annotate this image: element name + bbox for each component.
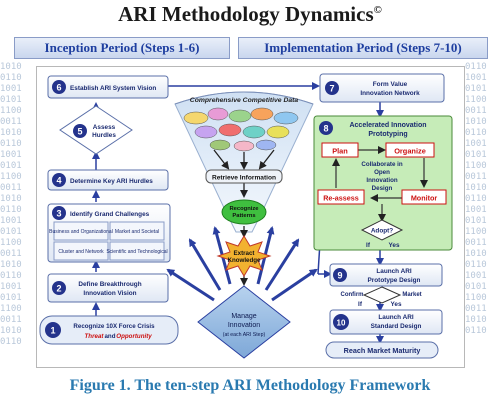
svg-text:Innovation Network: Innovation Network (360, 90, 420, 97)
svg-text:Extract: Extract (234, 250, 255, 257)
step-10-badge (333, 314, 349, 330)
svg-text:Adopt?: Adopt? (371, 228, 393, 235)
background-texture: 0110 1001 0101 1100 0011 1010 0110 1001 … (465, 62, 487, 336)
extract-knowledge-burst (216, 235, 272, 277)
challenge-cell: Market and Societal (115, 229, 159, 235)
svg-text:and: and (104, 333, 115, 340)
step-1-badge (45, 322, 61, 338)
svg-text:Innovation: Innovation (228, 322, 260, 329)
page-title: ARI Methodology Dynamics© (118, 2, 382, 26)
svg-text:Standard Design: Standard Design (371, 323, 422, 330)
svg-text:Reach Market Maturity: Reach Market Maturity (344, 346, 421, 355)
svg-text:3: 3 (56, 209, 61, 219)
svg-text:Innovation: Innovation (366, 177, 397, 184)
implementation-period-banner: Implementation Period (Steps 7-10) (238, 37, 488, 59)
svg-text:Form Value: Form Value (373, 81, 408, 88)
data-bubbles (183, 107, 299, 152)
recognize-patterns-label: Recognize (230, 206, 260, 212)
svg-text:Manage: Manage (231, 313, 256, 320)
svg-text:Innovation Vision: Innovation Vision (83, 290, 136, 297)
svg-text:1: 1 (50, 326, 55, 336)
svg-text:Hurdles: Hurdles (92, 132, 116, 139)
adopt-decision (360, 219, 404, 241)
svg-text:If: If (358, 301, 363, 308)
svg-text:Launch ARI: Launch ARI (376, 268, 411, 275)
step-1-box: 1 Recognize 10X Force Crisis Threat and … (39, 315, 179, 345)
svg-text:Knowledge: Knowledge (227, 257, 261, 264)
figure-caption: Figure 1. The ten-step ARI Methodology F… (69, 377, 431, 394)
svg-text:Opportunity: Opportunity (116, 333, 152, 340)
manage-innovation-diamond: Manage Innovation (at each ARI Step) (197, 285, 291, 359)
monitor-label: Monitor (411, 194, 438, 203)
step-4-box: 4 Determine Key ARI Hurdles (47, 169, 169, 191)
svg-text:5: 5 (77, 127, 82, 137)
background-texture: 1010 0110 1001 0101 1100 0011 1010 0110 … (0, 62, 22, 347)
svg-text:Determine Key ARI Hurdles: Determine Key ARI Hurdles (70, 178, 153, 185)
svg-text:4: 4 (56, 176, 61, 186)
svg-text:Design: Design (372, 185, 393, 192)
svg-text:If: If (366, 242, 371, 249)
challenge-cell: Scientific and Technological (106, 249, 167, 255)
svg-text:Yes: Yes (390, 301, 401, 308)
funnel-arc-label: Comprehensive Competitive Data (190, 97, 299, 104)
svg-text:Assess: Assess (93, 124, 116, 131)
svg-text:Prototyping: Prototyping (368, 131, 407, 138)
svg-text:Establish ARI System Vision: Establish ARI System Vision (70, 85, 156, 92)
step-5-badge (73, 124, 87, 138)
svg-text:Patterns: Patterns (232, 213, 255, 219)
step-5-diamond: 5 Assess Hurdles (59, 105, 133, 155)
reassess-label: Re-assess (323, 194, 359, 203)
svg-text:Recognize 10X Force Crisis: Recognize 10X Force Crisis (73, 323, 155, 330)
step-2-badge (52, 281, 66, 295)
confirm-market-decision (362, 286, 402, 304)
step-10-box: 10 Launch ARI Standard Design (329, 309, 443, 335)
svg-text:Define Breakthrough: Define Breakthrough (78, 281, 141, 288)
svg-text:6: 6 (56, 83, 61, 93)
challenge-cell: Business and Organizational (49, 229, 113, 235)
svg-text:Identify Grand Challenges: Identify Grand Challenges (70, 211, 150, 218)
step-7-box: 7 Form Value Innovation Network (319, 73, 445, 103)
step-6-badge (52, 80, 66, 94)
inception-period-banner: Inception Period (Steps 1-6) (14, 37, 230, 59)
svg-text:Market: Market (402, 292, 421, 298)
organize-label: Organize (394, 147, 426, 156)
svg-text:Threat: Threat (85, 333, 105, 340)
step-3-box: 3 Identify Grand Challenges Business and… (47, 203, 171, 263)
step-4-badge (52, 173, 66, 187)
svg-text:10: 10 (337, 319, 346, 328)
step-8-box: 8 Accelerated Innovation Prototyping Pla… (313, 115, 453, 251)
svg-text:(at each ARI Step): (at each ARI Step) (223, 332, 266, 338)
svg-text:Collaborate in: Collaborate in (361, 161, 402, 168)
step-3-badge (52, 206, 66, 220)
reach-market-maturity: Reach Market Maturity (325, 341, 439, 359)
step-9-box: 9 Launch ARI Prototype Design Confirm Ma… (329, 263, 443, 308)
funnel-arrows (213, 149, 275, 286)
svg-text:2: 2 (56, 284, 61, 294)
step-2-box: 2 Define Breakthrough Innovation Vision (47, 273, 169, 303)
svg-text:7: 7 (329, 84, 334, 94)
plan-label: Plan (332, 147, 348, 156)
knowledge-funnel: Comprehensive Competitive Data (174, 91, 314, 286)
step-8-badge (319, 121, 333, 135)
svg-text:Confirm: Confirm (341, 292, 364, 298)
retrieve-information-label: Retrieve Information (212, 175, 276, 182)
step-9-badge (333, 268, 347, 282)
svg-text:9: 9 (337, 271, 342, 281)
svg-text:Open: Open (374, 169, 390, 176)
svg-text:Prototype Design: Prototype Design (368, 277, 421, 284)
step-6-box: 6 Establish ARI System Vision (47, 75, 169, 99)
svg-text:Accelerated Innovation: Accelerated Innovation (349, 122, 426, 129)
challenge-cell: Cluster and Network (58, 249, 104, 255)
svg-text:Yes: Yes (388, 242, 399, 249)
svg-text:Launch ARI: Launch ARI (378, 314, 413, 321)
svg-text:8: 8 (323, 124, 328, 134)
step-7-badge (325, 81, 339, 95)
